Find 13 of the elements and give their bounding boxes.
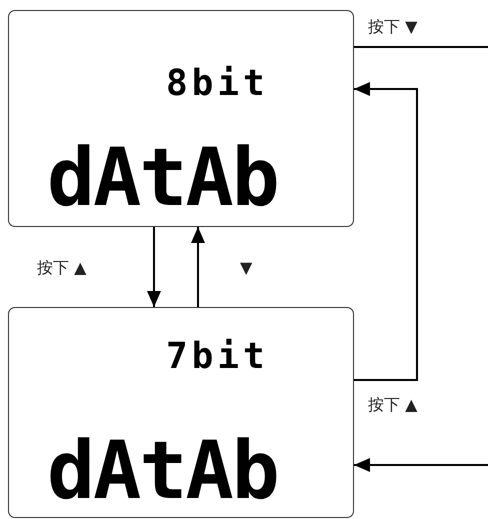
lcd-display-box xyxy=(8,307,354,518)
arrow xyxy=(354,82,418,381)
arrow xyxy=(147,227,161,307)
arrow xyxy=(354,458,488,472)
lcd-display-box xyxy=(8,10,354,227)
edge-label: 按下 ▼ xyxy=(368,18,418,36)
display-reading: 7bit xyxy=(166,339,269,375)
display-reading: 8bit xyxy=(166,66,269,102)
display-reading: dAtAb xyxy=(47,138,278,218)
edge-label: 按下 ▲ xyxy=(368,396,418,414)
edge-label: 按下 ▲ xyxy=(37,259,86,277)
display-reading: dAtAb xyxy=(47,431,278,511)
arrow xyxy=(191,227,205,307)
